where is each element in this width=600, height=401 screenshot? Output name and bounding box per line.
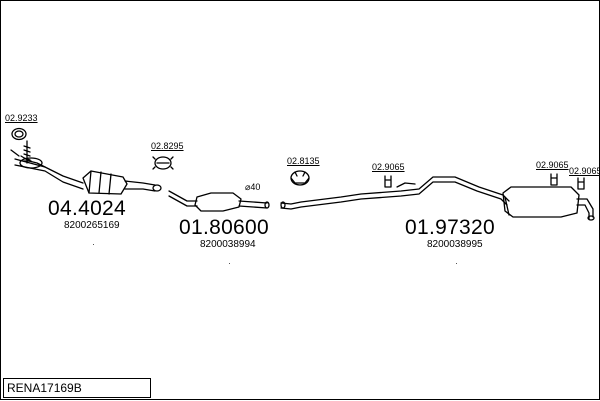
reference-box: RENA17169B [3, 378, 151, 398]
clamp-ref: 02.8295 [151, 141, 184, 151]
rubber-bracket-icon [290, 170, 310, 186]
gasket-ref: 02.9233 [5, 113, 38, 123]
part-number-front: 04.4024 [48, 197, 127, 220]
hanger-icon [577, 177, 585, 190]
gasket-ring-icon [11, 127, 27, 141]
hanger-icon [384, 175, 392, 188]
oem-number-middle: 8200038994 [200, 239, 256, 250]
catalyst-front-pipe [10, 149, 162, 195]
hanger-ref-a: 02.9065 [372, 162, 405, 172]
hanger-icon [550, 173, 558, 186]
clamp-icon [152, 156, 174, 170]
pipe-diameter-label: ⌀40 [245, 182, 260, 192]
part-number-rear: 01.97320 [405, 216, 495, 239]
bracket-ref: 02.8135 [287, 156, 320, 166]
reference-code: RENA17169B [7, 381, 82, 395]
intermediate-pipe [168, 190, 270, 212]
hanger-ref-b: 02.9065 [536, 160, 569, 170]
hanger-ref-c: 02.9065 [569, 166, 600, 176]
oem-number-rear: 8200038995 [427, 239, 483, 250]
separator-dot [456, 263, 457, 264]
part-number-middle: 01.80600 [179, 216, 269, 239]
separator-dot [229, 263, 230, 264]
oem-number-front: 8200265169 [64, 220, 120, 231]
rear-pipe-and-silencer [280, 176, 595, 221]
separator-dot [93, 244, 94, 245]
